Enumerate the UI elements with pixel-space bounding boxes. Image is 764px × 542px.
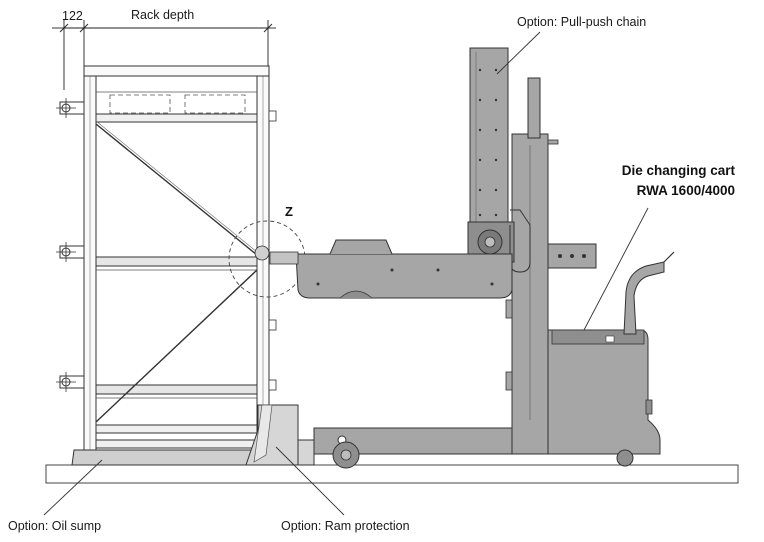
- pull-push-chain-column: [469, 47, 509, 229]
- product-name-line-1: Die changing cart: [622, 163, 736, 178]
- die-changing-cart: [254, 47, 675, 469]
- rack-top-beam: [83, 65, 270, 77]
- rack-shelf-1: [95, 113, 258, 123]
- callout-ram-protection: Option: Ram protection: [281, 519, 410, 533]
- cart-rear-wheel: [616, 449, 634, 467]
- rack-depth-label: Rack depth: [131, 8, 194, 22]
- detail-z-marker: Z: [285, 204, 293, 219]
- rack-shelf-2: [95, 256, 258, 267]
- cart-tiller-handle: [623, 261, 665, 335]
- rack-bottom-beam: [95, 424, 258, 434]
- cart-platform: [295, 253, 513, 299]
- offset-dimension-label: 122: [62, 9, 83, 23]
- callout-leaders: [43, 31, 649, 516]
- storage-rack: [56, 65, 277, 462]
- rack-shelf-3: [95, 384, 258, 395]
- oil-sump: [71, 449, 263, 466]
- callout-oil-sump: Option: Oil sump: [8, 519, 101, 533]
- callout-pull-push-chain: Option: Pull-push chain: [517, 15, 646, 29]
- rack-brace-upper: [95, 123, 258, 256]
- cart-drive-body: [547, 329, 661, 455]
- ram-protection: [245, 404, 315, 466]
- product-name-line-2: RWA 1600/4000: [637, 183, 735, 198]
- floor-slab: [45, 464, 739, 484]
- rack-brace-lower: [95, 269, 258, 423]
